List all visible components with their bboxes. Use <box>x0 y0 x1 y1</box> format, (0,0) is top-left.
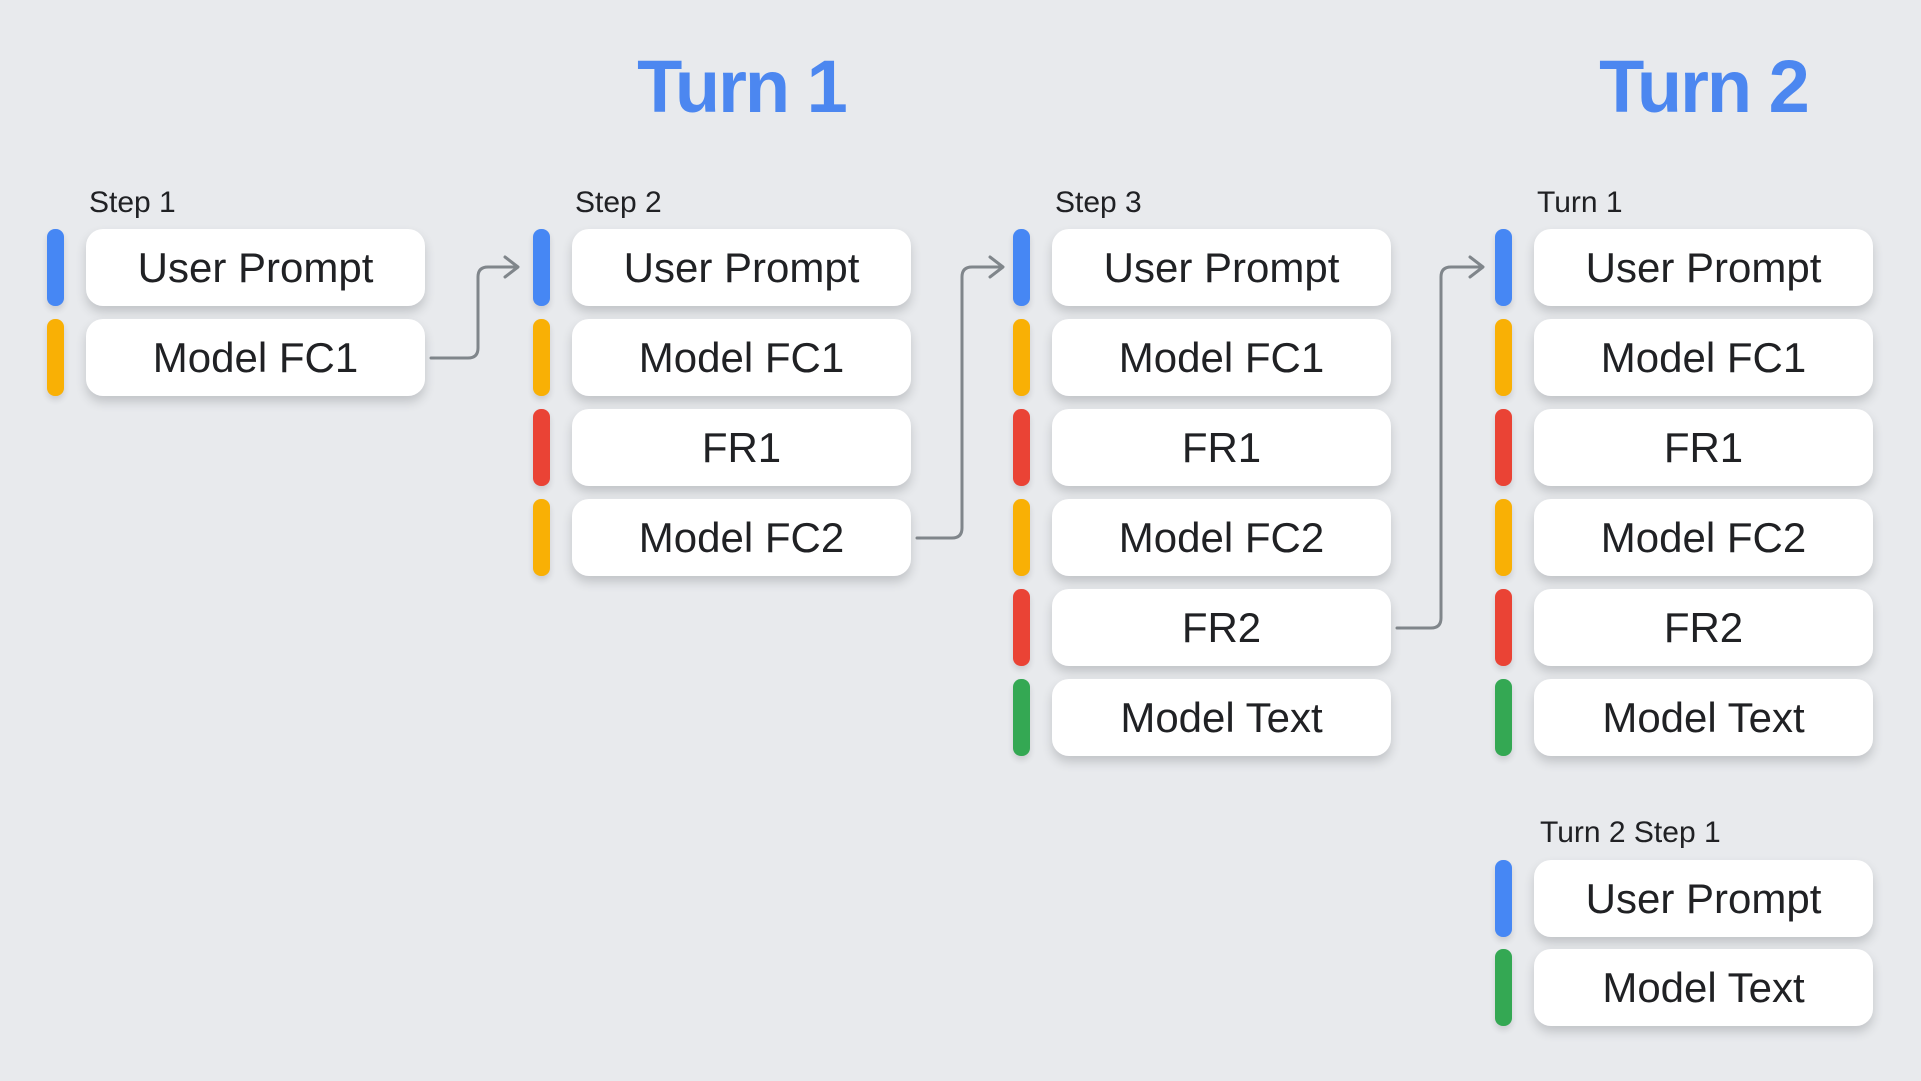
model-fc-indicator <box>1013 319 1030 396</box>
turn-2-step-1-label: Turn 2 Step 1 <box>1540 816 1721 849</box>
step3-model-fc1-card: Model FC1 <box>1013 319 1391 396</box>
function-response-indicator <box>533 409 550 486</box>
step2-model-fc1-box: Model FC1 <box>572 319 911 396</box>
step1-user-prompt-card: User Prompt <box>47 229 425 306</box>
function-response-indicator <box>1013 409 1030 486</box>
arrow-step1-to-step2 <box>429 255 520 360</box>
step3-fr1-card: FR1 <box>1013 409 1391 486</box>
step3-user-prompt-card: User Prompt <box>1013 229 1391 306</box>
step3-fr2-box: FR2 <box>1052 589 1391 666</box>
turn1-model-fc2-card: Model FC2 <box>1495 499 1873 576</box>
step3-model-fc2-box: Model FC2 <box>1052 499 1391 576</box>
turn2-step1-user-prompt-card: User Prompt <box>1495 860 1873 937</box>
step3-model-text-card: Model Text <box>1013 679 1391 756</box>
turn1-user-prompt-box: User Prompt <box>1534 229 1873 306</box>
turn1-fr2-card: FR2 <box>1495 589 1873 666</box>
turn1-model-text-box: Model Text <box>1534 679 1873 756</box>
model-text-indicator <box>1495 679 1512 756</box>
step2-model-fc2-box: Model FC2 <box>572 499 911 576</box>
model-fc-indicator <box>533 319 550 396</box>
turn2-step1-user-prompt-box: User Prompt <box>1534 860 1873 937</box>
turn1-model-fc1-card: Model FC1 <box>1495 319 1873 396</box>
model-text-indicator <box>1013 679 1030 756</box>
model-fc-indicator <box>1495 499 1512 576</box>
step2-fr1-card: FR1 <box>533 409 911 486</box>
turn1-model-fc2-box: Model FC2 <box>1534 499 1873 576</box>
arrow-step3-to-turn1 <box>1395 255 1485 630</box>
function-response-indicator <box>1495 409 1512 486</box>
step3-user-prompt-box: User Prompt <box>1052 229 1391 306</box>
user-prompt-indicator <box>1013 229 1030 306</box>
turn-1-title: Turn 1 <box>637 45 848 128</box>
step2-model-fc1-card: Model FC1 <box>533 319 911 396</box>
model-fc-indicator <box>47 319 64 396</box>
user-prompt-indicator <box>47 229 64 306</box>
step2-user-prompt-card: User Prompt <box>533 229 911 306</box>
step3-fr1-box: FR1 <box>1052 409 1391 486</box>
step-1-label: Step 1 <box>89 186 176 219</box>
step2-model-fc2-card: Model FC2 <box>533 499 911 576</box>
model-fc-indicator <box>1495 319 1512 396</box>
turn2-step1-model-text-card: Model Text <box>1495 949 1873 1026</box>
model-fc-indicator <box>1013 499 1030 576</box>
step2-user-prompt-box: User Prompt <box>572 229 911 306</box>
step-3-label: Step 3 <box>1055 186 1142 219</box>
turn1-fr1-card: FR1 <box>1495 409 1873 486</box>
turn2-step1-model-text-box: Model Text <box>1534 949 1873 1026</box>
step1-model-fc1-box: Model FC1 <box>86 319 425 396</box>
turn1-model-text-card: Model Text <box>1495 679 1873 756</box>
turn1-model-fc1-box: Model FC1 <box>1534 319 1873 396</box>
model-text-indicator <box>1495 949 1512 1026</box>
model-fc-indicator <box>533 499 550 576</box>
step3-fr2-card: FR2 <box>1013 589 1391 666</box>
user-prompt-indicator <box>1495 229 1512 306</box>
arrow-step2-to-step3 <box>915 255 1005 540</box>
user-prompt-indicator <box>1495 860 1512 937</box>
step3-model-text-box: Model Text <box>1052 679 1391 756</box>
turn1-fr1-box: FR1 <box>1534 409 1873 486</box>
step2-fr1-box: FR1 <box>572 409 911 486</box>
turn-2-title: Turn 2 <box>1599 45 1810 128</box>
turn1-user-prompt-card: User Prompt <box>1495 229 1873 306</box>
step3-model-fc2-card: Model FC2 <box>1013 499 1391 576</box>
turn1-fr2-box: FR2 <box>1534 589 1873 666</box>
step1-user-prompt-box: User Prompt <box>86 229 425 306</box>
step-2-label: Step 2 <box>575 186 662 219</box>
step3-model-fc1-box: Model FC1 <box>1052 319 1391 396</box>
function-response-indicator <box>1013 589 1030 666</box>
function-response-indicator <box>1495 589 1512 666</box>
turn-1-history-label: Turn 1 <box>1537 186 1623 219</box>
step1-model-fc1-card: Model FC1 <box>47 319 425 396</box>
user-prompt-indicator <box>533 229 550 306</box>
